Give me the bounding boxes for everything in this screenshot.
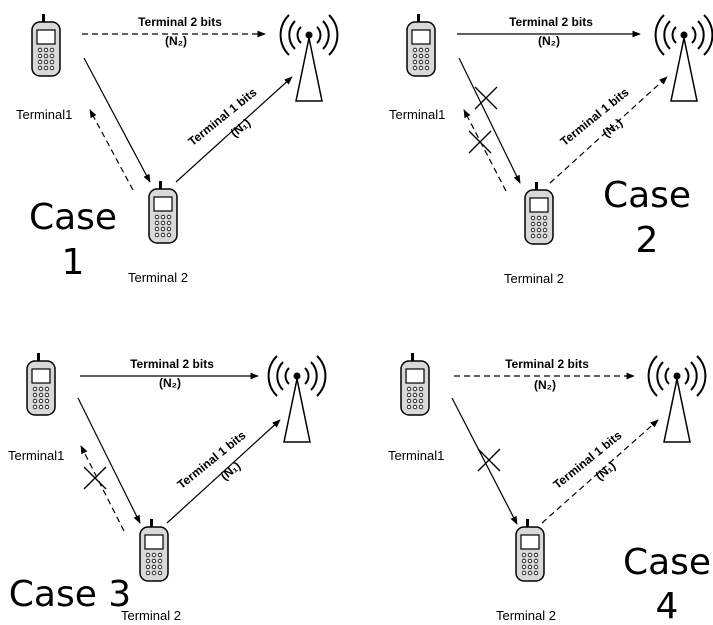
terminal2-bits-label: Terminal 2 bits [505,357,589,371]
terminal1-phone-icon [31,13,61,77]
terminal1-bits-n1-label: (N₁) [218,459,244,483]
terminal2-phone-icon [148,180,178,244]
terminal2-phone-icon [139,518,169,582]
terminal2-label: Terminal 2 [504,271,564,286]
terminal1-phone-icon [406,13,436,77]
terminal1-to-terminal2-link [83,57,151,183]
terminal2-to-terminal1-link [80,445,125,532]
terminal1-label: Terminal1 [16,107,72,122]
panel-case-2: Terminal1 Terminal 2 Terminal 2 bits (N₂… [389,13,713,286]
terminal1-label: Terminal1 [8,448,64,463]
panel-case-4: Terminal1 Terminal 2 Terminal 2 bits (N₂… [388,352,711,625]
terminal2-bits-n2-label: (N₂) [159,376,181,390]
terminal1-phone-icon [26,352,56,416]
terminal2-label: Terminal 2 [496,608,556,623]
panel-case-3: Terminal1 Terminal 2 Terminal 2 bits (N₂… [8,352,327,623]
terminal1-to-terminal2-link [458,57,521,184]
terminal2-bits-n2-label: (N₂) [538,34,560,48]
case-number: 1 [62,242,85,283]
terminal1-to-base-link [166,419,281,524]
terminal1-phone-icon [400,352,430,416]
terminal2-to-terminal1-link [89,109,134,191]
terminal1-to-base-link [175,76,293,183]
base-station-icon [654,14,713,102]
terminal1-to-terminal2-link [77,397,141,524]
link-blocked-icon [477,448,501,472]
case-title: Case [29,197,117,238]
panel-case-1: Terminal1 Terminal 2 Terminal 2 bits (N₂… [16,13,339,285]
case-number: 4 [656,586,679,625]
link-blocked-icon [468,130,492,154]
terminal1-bits-label: Terminal 1 bits [558,85,632,149]
terminal2-to-terminal1-link [463,109,507,192]
terminal1-to-terminal2-link [451,397,518,525]
case-title: Case [623,542,711,583]
base-station-icon [279,14,339,102]
terminal1-label: Terminal1 [388,448,444,463]
terminal2-bits-n2-label: (N₂) [534,378,556,392]
terminal1-to-base-link [541,419,659,524]
terminal2-label: Terminal 2 [121,608,181,623]
case-title: Case [603,175,691,216]
terminal1-label: Terminal1 [389,107,445,122]
base-station-icon [647,355,707,443]
terminal2-bits-n2-label: (N₂) [165,34,187,48]
terminal1-bits-n1-label: (N₁) [600,116,626,140]
terminal2-bits-label: Terminal 2 bits [509,15,593,29]
terminal2-phone-icon [515,518,545,582]
terminal2-phone-icon [524,181,554,245]
link-blocked-icon [83,466,107,490]
base-station-icon [267,355,327,443]
terminal2-label: Terminal 2 [128,270,188,285]
terminal2-bits-label: Terminal 2 bits [130,357,214,371]
terminal1-bits-n1-label: (N₁) [593,459,619,483]
case-title: Case 3 [9,574,131,615]
terminal2-bits-label: Terminal 2 bits [138,15,222,29]
terminal1-to-base-link [549,76,668,184]
terminal1-bits-n1-label: (N₁) [228,116,254,140]
case-number: 2 [636,220,659,261]
